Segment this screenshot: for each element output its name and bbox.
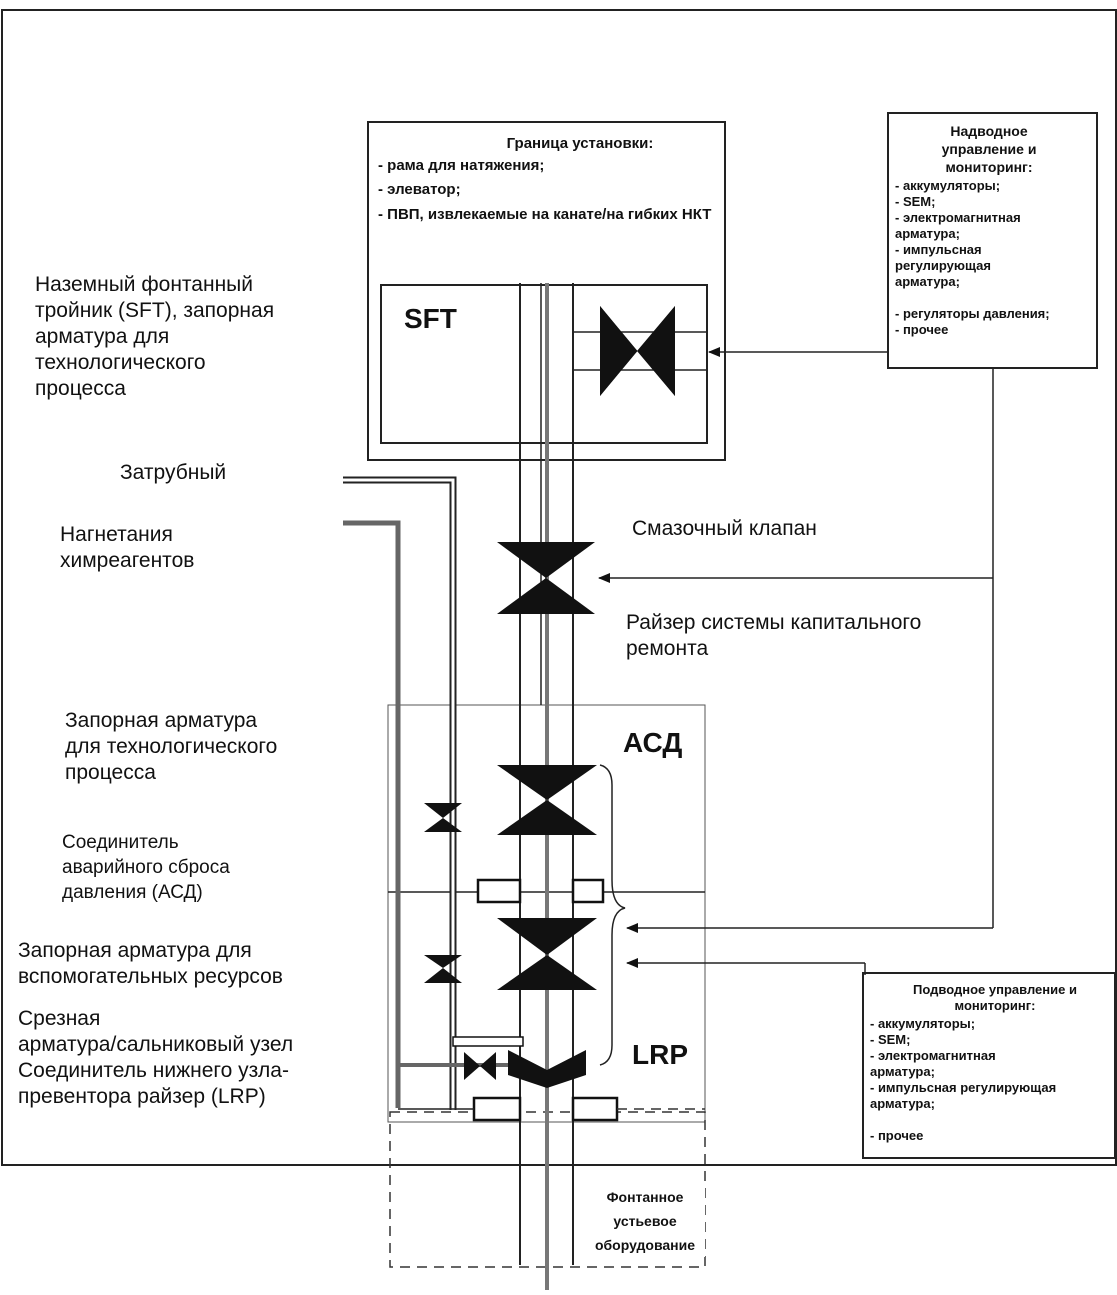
asd-tag: АСД [623, 727, 683, 758]
control-brace [599, 764, 626, 1066]
subsea-control-item-2: - SEM; [870, 1032, 911, 1047]
subsea-control-item-1: - аккумуляторы; [870, 1016, 976, 1031]
sft-valve-icon-c [637, 306, 675, 396]
install-box-item-2: - элеватор; [378, 181, 461, 198]
chem-injection-label: Нагнетания химреагентов [60, 523, 195, 572]
install-box-item-3: - ПВП, извлекаемые на канате/на гибких Н… [378, 206, 712, 223]
sft-description-label: Наземный фонтанный тройник (SFT), запорн… [35, 273, 275, 400]
surface-control-item-1: - аккумуляторы; [895, 178, 1001, 193]
subsea-control-title: Подводное управление и мониторинг: [913, 982, 1077, 1013]
subsea-control-item-5: - прочее [870, 1128, 924, 1143]
eds-connector-right [571, 878, 605, 904]
surface-control-box [887, 112, 1098, 369]
crossover-valve-icon [464, 1052, 480, 1080]
subsea-control-item-3: - электромагнитная арматура; [870, 1048, 996, 1079]
subsea-control-item-4: - импульсная регулирующая арматура; [870, 1080, 1057, 1111]
aux-valve-upper-icon [424, 803, 462, 818]
eds-connector-left [476, 878, 522, 904]
install-box-title: Граница установки: [506, 135, 654, 152]
surface-control-item-3: - электромагнитная арматура; [895, 210, 1021, 241]
lrp-connector-right [571, 1096, 619, 1122]
surface-control-item-5: - регуляторы давления; [895, 306, 1050, 321]
surface-control-item-2: - SEM; [895, 194, 936, 209]
process-valves-label: Запорная арматура для технологического п… [65, 709, 278, 784]
riser-label: Райзер системы капитального ремонта [626, 611, 922, 660]
sft-box [380, 284, 708, 444]
aux-valve-lower-icon [424, 955, 462, 968]
shear-label: Срезная арматура/сальниковый узел [18, 1007, 294, 1056]
crossover-pipe [452, 1036, 524, 1047]
subsea-control-box [862, 972, 1116, 1159]
aux-valves-label: Запорная арматура для вспомогательных ре… [18, 939, 283, 988]
lower-valve-icon [497, 918, 597, 955]
surface-control-item-4: - импульсная регулирующая арматура; [895, 242, 991, 289]
aux-valve-lower-icon-b [424, 968, 462, 983]
process-valve-icon-b [497, 800, 597, 835]
annulus-label: Затрубный [120, 461, 227, 484]
chem-line [343, 520, 401, 1108]
shear-valve-icon [508, 1050, 586, 1088]
surface-control-item-6: - прочее [895, 322, 949, 337]
crossover-valve-icon-b [480, 1052, 496, 1080]
tree-label: Фонтанное устьевое оборудование [585, 1185, 705, 1257]
annulus-line-inner [343, 478, 455, 1110]
install-box-item-1: - рама для натяжения; [378, 157, 545, 174]
aux-valve-upper-icon-b [424, 818, 462, 832]
sft-valve-icon-b [600, 306, 637, 396]
eds-connector-label: Соединитель аварийного сброса давления (… [62, 832, 230, 903]
sft-tag: SFT [404, 303, 457, 334]
grease-valve-icon [497, 542, 595, 578]
lrp-connector-label: Соединитель нижнего узла- превентора рай… [18, 1059, 289, 1108]
lrp-connector-left [472, 1096, 522, 1122]
process-valve-icon [497, 765, 597, 800]
grease-valve-label: Смазочный клапан [632, 517, 817, 540]
grease-valve-icon-b [497, 578, 595, 614]
lower-valve-icon-b [497, 955, 597, 990]
lrp-tag: LRP [632, 1039, 688, 1070]
surface-control-title: Надводное управление и мониторинг: [941, 123, 1037, 175]
outer-frame [1, 9, 1117, 1166]
